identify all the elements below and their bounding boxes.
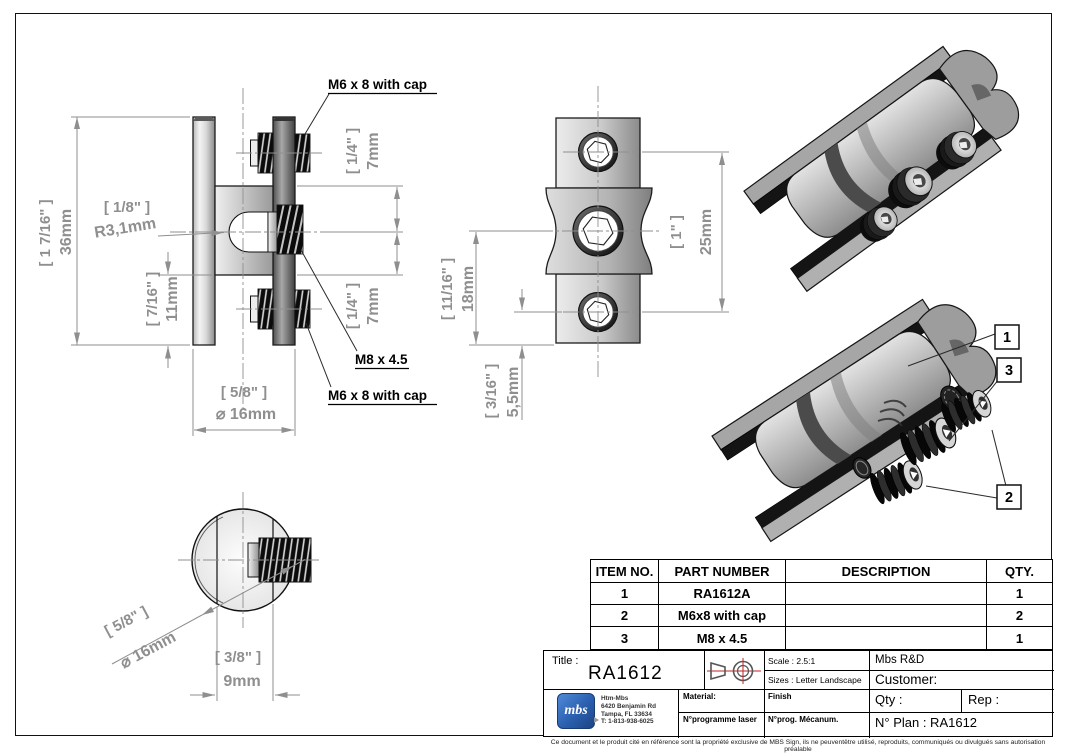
drawing-title: RA1612 (588, 663, 663, 684)
address-line: 6420 Benjamin Rd (601, 702, 657, 710)
mbs-logo: mbs (557, 693, 595, 729)
label-m8: M8 x 4.5 (355, 352, 408, 367)
rep-label: Rep : (968, 692, 1000, 707)
projection-symbol-icon (707, 658, 761, 684)
logo-arrow-icon (594, 717, 599, 723)
dim-radius-mm: R3,1mm (93, 215, 157, 242)
dim-side-diameter: [ 5/8" ] ⌀ 16mm (192, 349, 296, 436)
dim-offset-inch: [ 11/16" ] (439, 258, 456, 320)
address-line: Htm-Mbs (601, 695, 629, 702)
front-view: [ 1" ] 25mm [ 11/16" ] 18mm [ 3/16" ] 5,… (439, 86, 729, 420)
iso-exploded-view: 1 3 2 (704, 282, 1022, 543)
bom-cell: M8 x 4.5 (659, 627, 786, 649)
dim-web: [ 7/16" ] 11mm (144, 252, 212, 368)
screw-labels: M6 x 8 with cap M8 x 4.5 M6 x 8 with cap (300, 77, 437, 406)
bom-header-item: ITEM NO. (591, 560, 659, 583)
balloon-3: 3 (996, 357, 1022, 383)
bom-cell: 1 (987, 583, 1052, 605)
balloon-2-number: 2 (1005, 490, 1013, 506)
dim-web-mm: 11mm (164, 276, 181, 321)
label-m6-top: M6 x 8 with cap (328, 77, 427, 92)
bom-cell: RA1612A (659, 583, 786, 605)
dim-pitch-inch: [ 1" ] (668, 215, 685, 249)
dim-flat-mm: 9mm (223, 673, 260, 690)
customer-label: Customer: (875, 672, 938, 687)
dim-pitch: [ 1" ] 25mm (642, 151, 729, 313)
bom-cell: 1 (591, 583, 659, 605)
dim-gap-top-mm: 7mm (365, 132, 382, 169)
dim-side-dia-mm: ⌀ 16mm (216, 406, 276, 423)
iso-assembled-view (736, 28, 1037, 292)
bom-cell (786, 627, 987, 649)
dim-edge-mm: 5,5mm (505, 367, 522, 418)
balloon-1-number: 1 (1003, 330, 1011, 346)
laser-label: N°programme laser (683, 715, 757, 724)
bom-cell: 3 (591, 627, 659, 649)
threaded-hole-bottom (852, 457, 872, 479)
leader-line (907, 333, 996, 367)
dim-top-dia-mm: ⌀ 16mm (118, 629, 179, 672)
dim-flat: [ 3/8" ] 9mm (190, 604, 300, 701)
balloon-2: 2 (996, 484, 1022, 510)
qty-label: Qty : (875, 692, 903, 707)
dim-edge: [ 3/16" ] 5,5mm (483, 289, 562, 420)
dim-edge-inch: [ 3/16" ] (483, 364, 500, 419)
top-view: [ 5/8" ] ⌀ 16mm [ 3/8" ] 9mm (102, 492, 320, 701)
dim-height: [ 1 7/16" ] 36mm (37, 116, 190, 346)
title-block: Title : RA1612 Scale : 2.5:1 Sizes : Let… (543, 650, 1054, 738)
bom-cell: 2 (591, 605, 659, 627)
bom-cell: 2 (987, 605, 1052, 627)
disclaimer-text: Ce document et le produit cité en référe… (550, 739, 1046, 753)
title-label: Title : (552, 655, 579, 667)
dim-height-inch: [ 1 7/16" ] (37, 199, 54, 266)
dim-gap-top-inch: [ 1/4" ] (344, 128, 361, 174)
dim-offset: [ 11/16" ] 18mm (439, 230, 554, 346)
dim-side-dia-inch: [ 5/8" ] (221, 384, 267, 401)
thread-coil (877, 399, 907, 427)
address-line: T: 1-813-938-6025 (601, 718, 654, 726)
dim-gap-bottom-mm: 7mm (365, 287, 382, 324)
dim-top-dia-inch: [ 5/8" ] (102, 603, 151, 640)
mecanum-label: N°prog. Mécanum. (768, 715, 839, 724)
bom-header-qty: QTY. (987, 560, 1052, 583)
balloon-1: 1 (994, 324, 1020, 350)
sizes-value: Sizes : Letter Landscape (768, 675, 862, 685)
dim-radius-inch: [ 1/8" ] (104, 199, 150, 216)
balloon-3-number: 3 (1005, 363, 1013, 379)
bom-header-desc: DESCRIPTION (786, 560, 987, 583)
bom-table: ITEM NO. PART NUMBER DESCRIPTION QTY. 1 … (590, 559, 1053, 650)
dim-gap-bottom-inch: [ 1/4" ] (344, 283, 361, 329)
bom-cell (786, 583, 987, 605)
leader-line (991, 429, 1007, 487)
side-left-plate (192, 116, 216, 346)
sheet-border (15, 13, 1052, 736)
dim-flat-inch: [ 3/8" ] (215, 649, 261, 666)
side-view: [ 1 7/16" ] 36mm [ 7/16" ] 11mm [ 1/8" ]… (37, 77, 437, 436)
dim-pitch-mm: 25mm (698, 209, 715, 255)
bom-cell (786, 605, 987, 627)
dim-web-inch: [ 7/16" ] (144, 272, 161, 327)
label-m6-bottom: M6 x 8 with cap (328, 388, 427, 403)
bom-cell: 1 (1015, 630, 1024, 646)
company-name: Mbs R&D (875, 654, 925, 666)
leader-line (948, 378, 1000, 442)
mbs-logo-text: mbs (564, 703, 588, 718)
bom-header-part: PART NUMBER (659, 560, 786, 583)
dim-offset-mm: 18mm (460, 266, 477, 312)
address-line: Tampa, FL 33634 (601, 710, 652, 718)
leader-line (925, 485, 998, 499)
company-address: Htm-Mbs 6420 Benjamin Rd Tampa, FL 33634… (601, 695, 656, 726)
scale-value: Scale : 2.5:1 (768, 656, 816, 666)
material-label: Material: (683, 692, 716, 701)
plan-number: N° Plan : RA1612 (875, 715, 978, 730)
dim-height-mm: 36mm (58, 209, 75, 255)
finish-label: Finish (768, 692, 792, 701)
bom-cell: M6x8 with cap (659, 605, 786, 627)
dim-gaps: [ 1/4" ] 7mm [ 1/4" ] 7mm (297, 128, 403, 329)
